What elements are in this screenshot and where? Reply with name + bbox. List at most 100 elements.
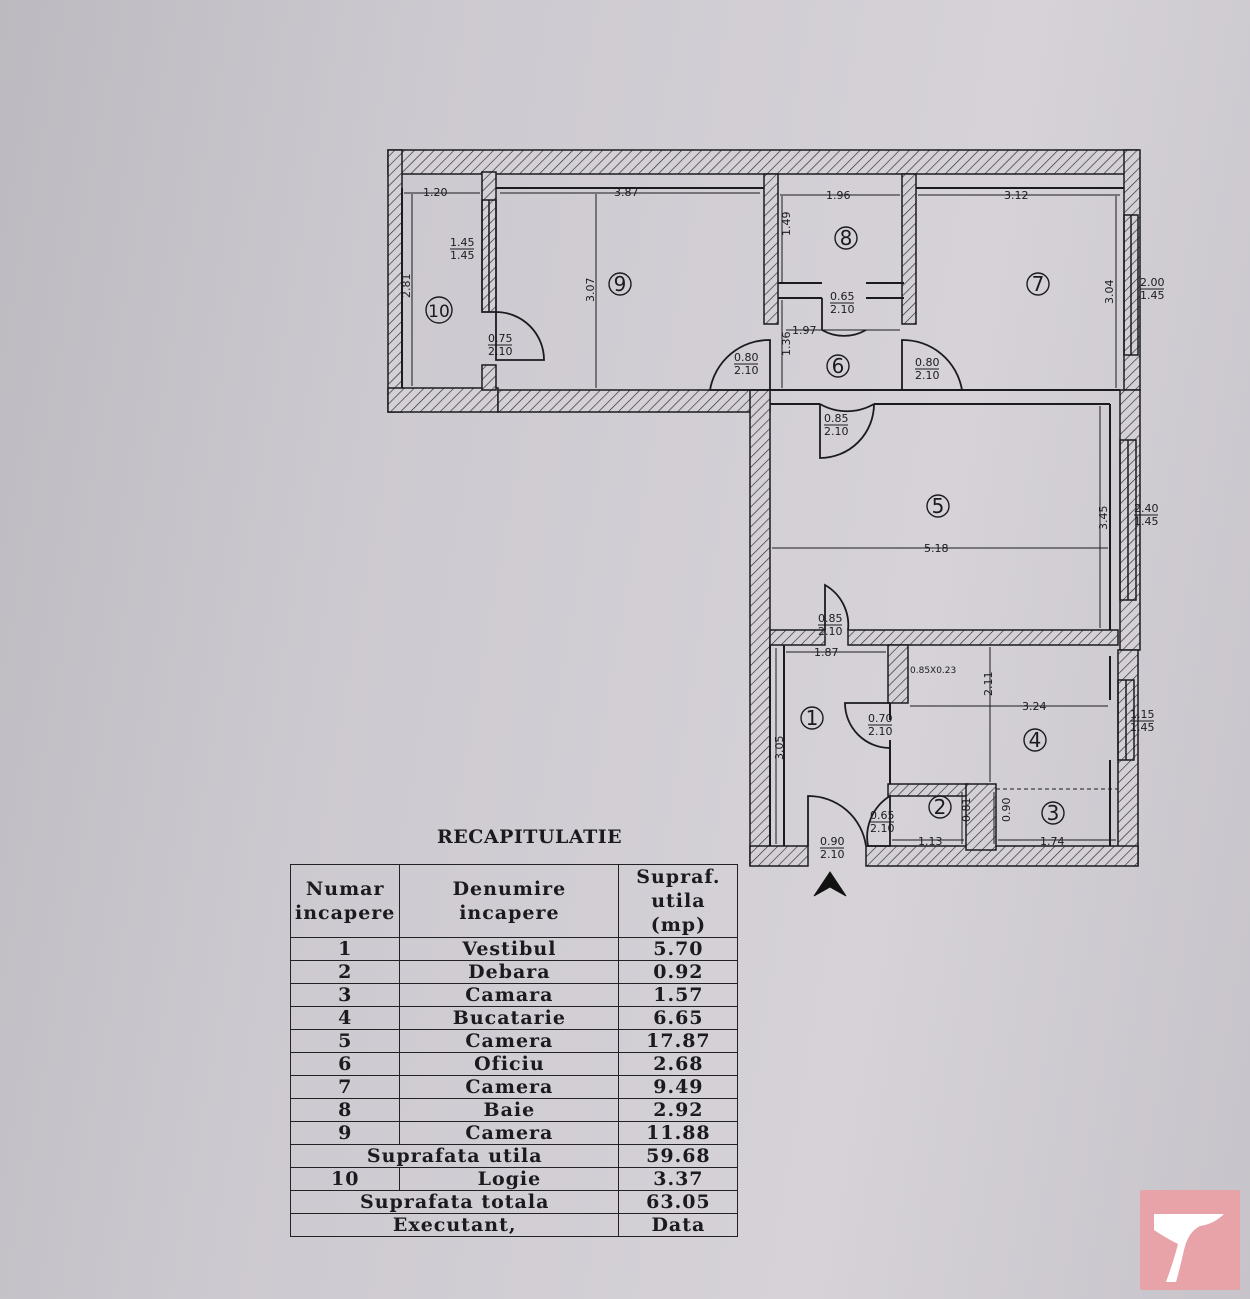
- brand-logo: [1140, 1190, 1240, 1290]
- opening-top: 0.75: [488, 332, 513, 345]
- opening-bottom: 1.45: [1140, 289, 1165, 302]
- subtotal-area: 59.68: [618, 1144, 739, 1168]
- room-marker: 9: [608, 272, 632, 296]
- room-number: 2: [934, 795, 947, 819]
- dim-3-05: 3.05: [773, 736, 786, 761]
- header-line: utila: [651, 890, 706, 912]
- opening-label: 1.45 1.45: [450, 236, 475, 262]
- room-marker: 5: [926, 494, 950, 518]
- dim-0-90: 0.90: [1000, 798, 1013, 823]
- row-num: 5: [289, 1029, 401, 1053]
- room-marker: 6: [826, 354, 850, 378]
- doors: [495, 298, 964, 847]
- header-line: Supraf.: [636, 866, 721, 888]
- windows: [481, 199, 1139, 761]
- room-marker: 7: [1026, 272, 1050, 296]
- row-name: Camera: [399, 1075, 620, 1099]
- room-number: 9: [614, 272, 627, 296]
- recap-table: Numar incapere Denumire incapere Supraf.…: [289, 864, 739, 1237]
- header-line: Numar: [305, 878, 385, 900]
- opening-label: 0.80 2.10: [734, 351, 759, 377]
- opening-bottom: 2.10: [488, 345, 513, 358]
- footer-row: Executant,Data: [289, 1213, 739, 1237]
- opening-bottom: 2.10: [734, 364, 759, 377]
- opening-top: 0.85: [824, 412, 849, 425]
- room-marker: 8: [834, 226, 858, 250]
- header-line: incapere: [295, 902, 396, 924]
- room-marker: 10: [425, 296, 453, 324]
- row-num: 1: [289, 937, 401, 961]
- opening-bottom: 2.10: [868, 725, 893, 738]
- room-number: 7: [1032, 272, 1045, 296]
- room-number: 6: [832, 354, 845, 378]
- dim-2-11: 2.11: [982, 672, 995, 697]
- opening-bottom: 1.45: [1130, 721, 1155, 734]
- row-name: Camera: [399, 1029, 620, 1053]
- opening-bottom: 1.45: [450, 249, 475, 262]
- opening-bottom: 2.10: [820, 848, 845, 861]
- row-num: 2: [289, 960, 401, 984]
- opening-label: 0.75 2.10: [488, 332, 513, 358]
- opening-label: 0.70 2.10: [868, 712, 893, 738]
- header-room-name: Denumire incapere: [399, 864, 620, 938]
- footer-date: Data: [618, 1213, 739, 1237]
- row-name: Vestibul: [399, 937, 620, 961]
- row-name: Bucatarie: [399, 1006, 620, 1030]
- total-area: 63.05: [618, 1190, 739, 1214]
- opening-bottom: 2.10: [870, 822, 895, 835]
- header-area: Supraf. utila (mp): [618, 864, 739, 938]
- dim-1-97: 1.97: [792, 324, 817, 337]
- opening-bottom: 2.10: [818, 625, 843, 638]
- dim-3-45: 3.45: [1097, 506, 1110, 531]
- room-number: 1: [806, 706, 819, 730]
- opening-top: 1.15: [1130, 708, 1155, 721]
- row-num: 8: [289, 1098, 401, 1122]
- bird-logo-icon: [1154, 1214, 1224, 1282]
- row-area: 0.92: [618, 960, 739, 984]
- recap-title: RECAPITULATIE: [437, 826, 623, 848]
- opening-label: 2.00 1.45: [1140, 276, 1165, 302]
- header-line: incapere: [459, 902, 560, 924]
- room-numbers: 1 2 3 4 5 6 7 8: [425, 226, 1065, 825]
- dim-3-07: 3.07: [584, 278, 597, 303]
- opening-bottom: 2.10: [830, 303, 855, 316]
- dim-1-87: 1.87: [814, 646, 839, 659]
- opening-bottom: 1.45: [1134, 515, 1159, 528]
- dim-2-81: 2.81: [400, 274, 413, 299]
- opening-bottom: 2.10: [824, 425, 849, 438]
- logie-num: 10: [289, 1167, 401, 1191]
- dim-1-36: 1.36: [780, 332, 793, 357]
- opening-label: 2.40 1.45: [1134, 502, 1159, 528]
- footer-executant: Executant,: [289, 1213, 620, 1237]
- opening-label: 0.90 2.10: [820, 835, 845, 861]
- dim-3-12: 3.12: [1004, 189, 1029, 202]
- row-area: 1.57: [618, 983, 739, 1007]
- row-area: 9.49: [618, 1075, 739, 1099]
- opening-label: 0.85 2.10: [818, 612, 843, 638]
- subtotal-label: Suprafata utila: [289, 1144, 620, 1168]
- row-name: Debara: [399, 960, 620, 984]
- row-num: 9: [289, 1121, 401, 1145]
- opening-label: 0.85 2.10: [824, 412, 849, 438]
- row-num: 4: [289, 1006, 401, 1030]
- dim-3-04: 3.04: [1103, 280, 1116, 305]
- dim-1-49: 1.49: [780, 212, 793, 237]
- row-num: 6: [289, 1052, 401, 1076]
- dim-5-18: 5.18: [924, 542, 949, 555]
- row-area: 2.92: [618, 1098, 739, 1122]
- walls: [387, 149, 1141, 867]
- dim-3-87: 3.87: [614, 186, 639, 199]
- opening-top: 1.45: [450, 236, 475, 249]
- room-number: 4: [1029, 728, 1042, 752]
- header-line: Denumire: [452, 878, 567, 900]
- opening-label: 0.65 2.10: [870, 809, 895, 835]
- header-line: (mp): [650, 914, 707, 936]
